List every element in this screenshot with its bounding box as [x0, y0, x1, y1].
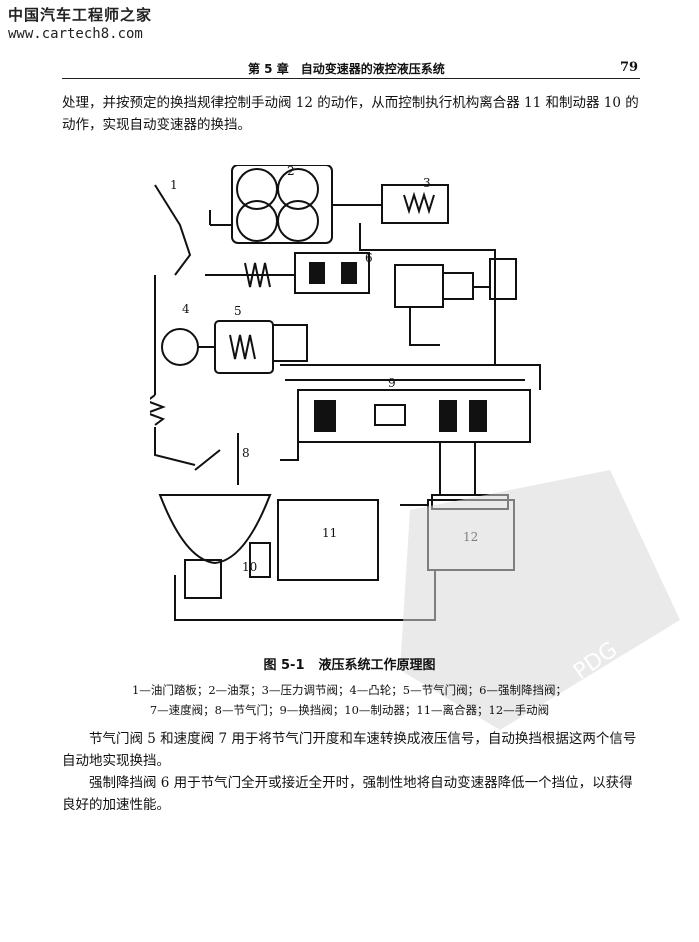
label-5: 5 [234, 304, 242, 318]
output-shaft [489, 258, 517, 300]
running-head: 第 5 章 自动变速器的液控液压系统 [248, 62, 445, 76]
paragraph-1: 处理，并按预定的换挡规律控制手动阀 12 的动作，从而控制执行机构离合器 11 … [62, 95, 639, 133]
pump-gear-lower [236, 200, 278, 242]
library-stamp: PDG [400, 470, 680, 730]
clutch [277, 499, 379, 581]
figure-legend-line-2: 7—速度阀；8—节气门；9—换挡阀；10—制动器；11—离合器；12—手动阀 [149, 703, 550, 717]
downshift-valve [294, 252, 370, 294]
downshift-spring [244, 262, 271, 288]
pedal [154, 184, 192, 276]
throttle-valve-spring [229, 334, 256, 360]
regulator-spring [403, 191, 435, 215]
label-1: 1 [170, 178, 178, 192]
label-10: 10 [242, 560, 257, 574]
speed-valve-body [394, 264, 444, 308]
label-9: 9 [388, 376, 396, 390]
paragraph-2: 节气门阀 5 和速度阀 7 用于将节气门开度和车速转换成液压信号，自动换挡根据这… [62, 731, 637, 769]
label-4: 4 [182, 302, 190, 316]
pump-line [332, 204, 496, 365]
label-2: 2 [287, 165, 295, 178]
link-spring [150, 394, 166, 426]
shift-valve [297, 389, 531, 443]
throttle-plate [194, 449, 221, 471]
watermark-title: 中国汽车工程师之家 [8, 6, 153, 24]
figure-legend-line-1: 1—油门踏板；2—油泵；3—压力调节阀；4—凸轮；5—节气门阀；6—强制降挡阀； [132, 683, 567, 697]
throttle-valve [214, 320, 274, 374]
paragraph-3: 强制降挡阀 6 用于节气门全开或接近全开时，强制性地将自动变速器降低一个挡位，以… [62, 775, 633, 813]
pressure-regulator [381, 184, 449, 224]
label-8: 8 [242, 446, 250, 460]
label-3: 3 [423, 176, 431, 190]
label-6: 6 [365, 251, 373, 265]
brake-drum [158, 494, 272, 565]
figure-caption: 图 5-1 液压系统工作原理图 [0, 654, 699, 673]
pump-gear-upper [236, 168, 278, 210]
figure-title: 液压系统工作原理图 [318, 658, 436, 673]
header-rule [62, 78, 640, 79]
pump-gear-lower-2 [277, 200, 319, 242]
label-11: 11 [322, 526, 337, 540]
page-number: 79 [620, 60, 639, 75]
brake-cylinder [184, 559, 222, 599]
cam [161, 328, 199, 366]
pump-gear-upper-2 [277, 168, 319, 210]
watermark-url: www.cartech8.com [8, 26, 143, 42]
figure-number: 图 5-1 [263, 658, 305, 673]
supply-line-left [209, 210, 232, 226]
